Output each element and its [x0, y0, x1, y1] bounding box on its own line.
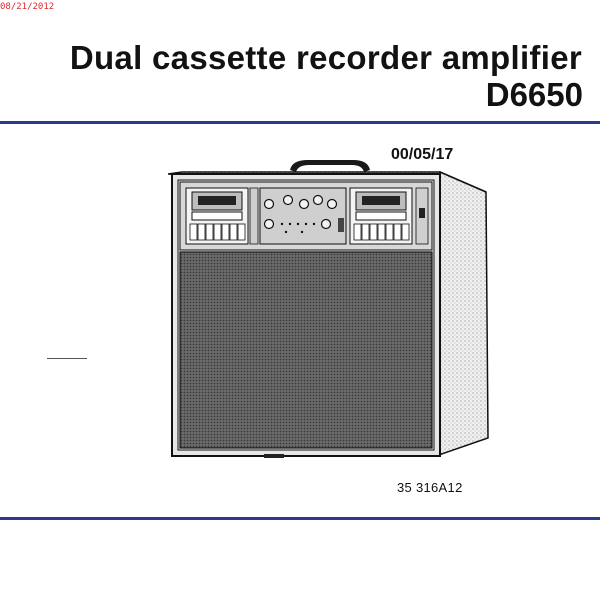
right-cassette-deck [349, 187, 413, 245]
speaker-grille [179, 251, 433, 449]
top-divider [0, 121, 600, 124]
cabinet-side [435, 170, 489, 458]
model-number: D6650 [485, 76, 583, 113]
document-date: 00/05/17 [391, 146, 454, 163]
bottom-divider [0, 517, 600, 520]
scan-date-stamp: 08/21/2012 [0, 2, 55, 12]
carry-handle [290, 160, 370, 172]
document-title: Dual cassette recorder amplifier [69, 39, 582, 76]
recorder-illustration [168, 160, 489, 458]
scan-mark [47, 358, 87, 359]
center-controls [259, 187, 347, 245]
left-cassette-deck [185, 187, 249, 245]
reference-number: 35 316A12 [397, 480, 463, 495]
